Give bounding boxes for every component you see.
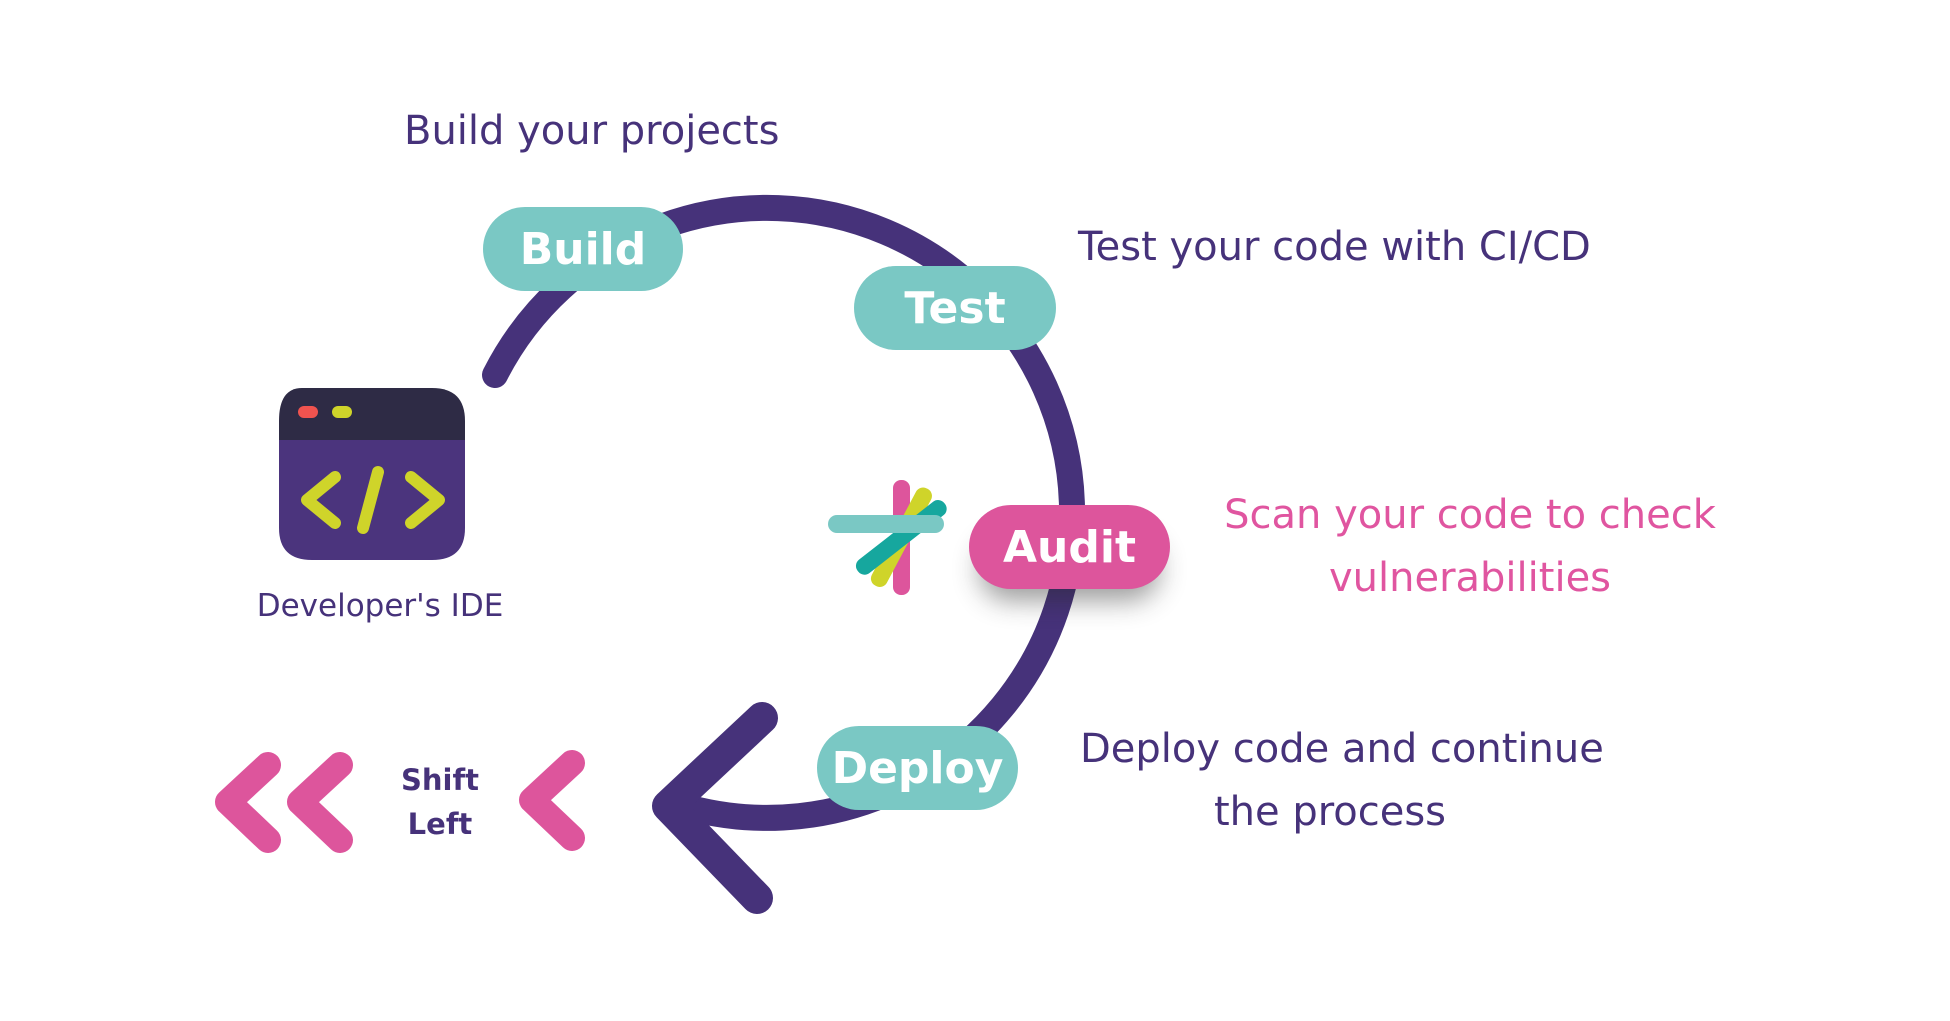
code-window-icon (279, 388, 465, 560)
test-description: Test your code with CI/CD (1078, 224, 1591, 270)
ide-label: Developer's IDE (256, 588, 504, 624)
audit-description-line-1: Scan your code to check (1224, 492, 1716, 538)
audit-description-line-2: vulnerabilities (1328, 555, 1612, 601)
shift-left-label-line-2: Left (407, 807, 473, 841)
shift-left-label-line-1: Shift (401, 763, 479, 797)
chevron-left-icon (519, 750, 585, 851)
stage-deploy-pill: Deploy (817, 726, 1018, 810)
stage-build-pill: Build (483, 207, 683, 291)
double-chevron-left-icon (215, 752, 353, 853)
stage-audit-pill: Audit (969, 505, 1170, 589)
deploy-description-line-2: the process (1213, 789, 1447, 835)
scanner-logo-icon (828, 480, 947, 595)
deploy-description-line-1: Deploy code and continue (1080, 726, 1604, 772)
stage-test-pill: Test (854, 266, 1056, 350)
build-description: Build your projects (404, 108, 780, 154)
window-dot-red (298, 406, 318, 418)
arrow-head-icon (652, 702, 778, 914)
window-dot-yellow (332, 406, 352, 418)
